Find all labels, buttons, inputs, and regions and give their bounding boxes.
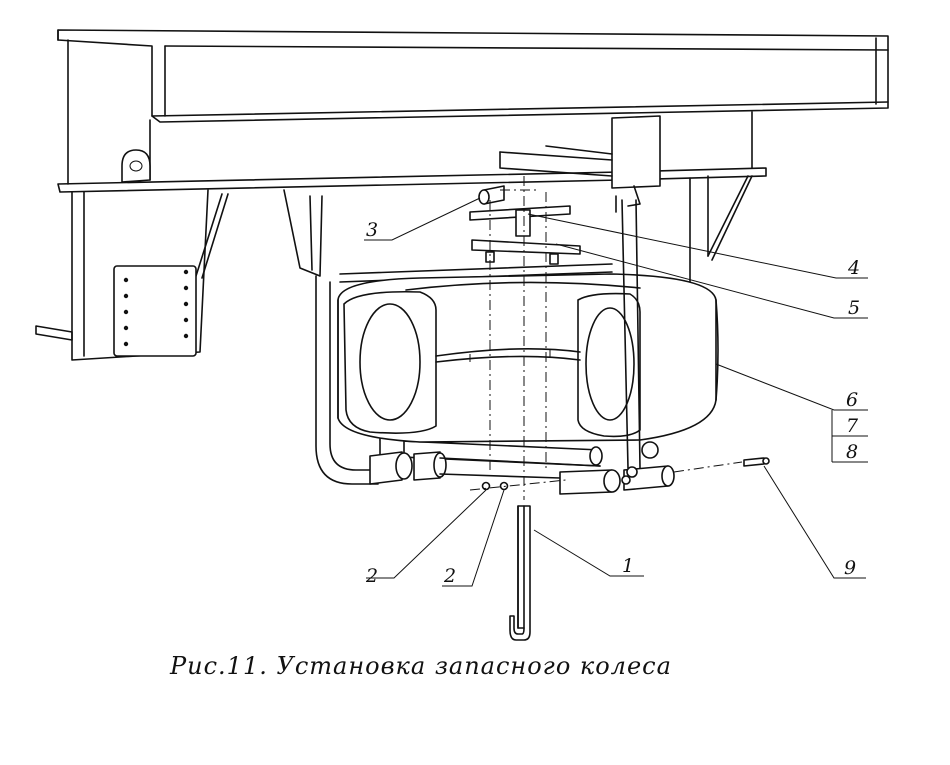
callout-1: 1: [622, 555, 634, 577]
bolt-holes: [123, 269, 189, 347]
frame-beam: [57, 29, 889, 193]
hanger-bar: [621, 199, 641, 485]
callout-2-right: 2: [443, 565, 456, 587]
callout-9: 9: [844, 557, 856, 579]
callout-7: 7: [846, 415, 859, 437]
left-bracket: [35, 189, 229, 361]
small-parts: [481, 457, 770, 491]
right-bracket: [499, 115, 753, 291]
callout-4: 4: [847, 257, 860, 279]
callout-labels: 3 4 5 6 7 8 9 1 2 2: [365, 219, 860, 587]
spare-tire: [337, 273, 719, 443]
figure-caption: Рис.11. Установка запасного колеса: [170, 652, 672, 680]
callout-5: 5: [848, 297, 860, 319]
center-lines: [469, 176, 743, 500]
callout-2-left: 2: [365, 565, 378, 587]
clamp-parts: [469, 185, 581, 265]
callout-6: 6: [846, 389, 858, 411]
callout-8: 8: [846, 441, 858, 463]
hook-bolt: [509, 505, 531, 641]
leader-lines: [364, 197, 868, 587]
callout-3: 3: [366, 219, 378, 241]
